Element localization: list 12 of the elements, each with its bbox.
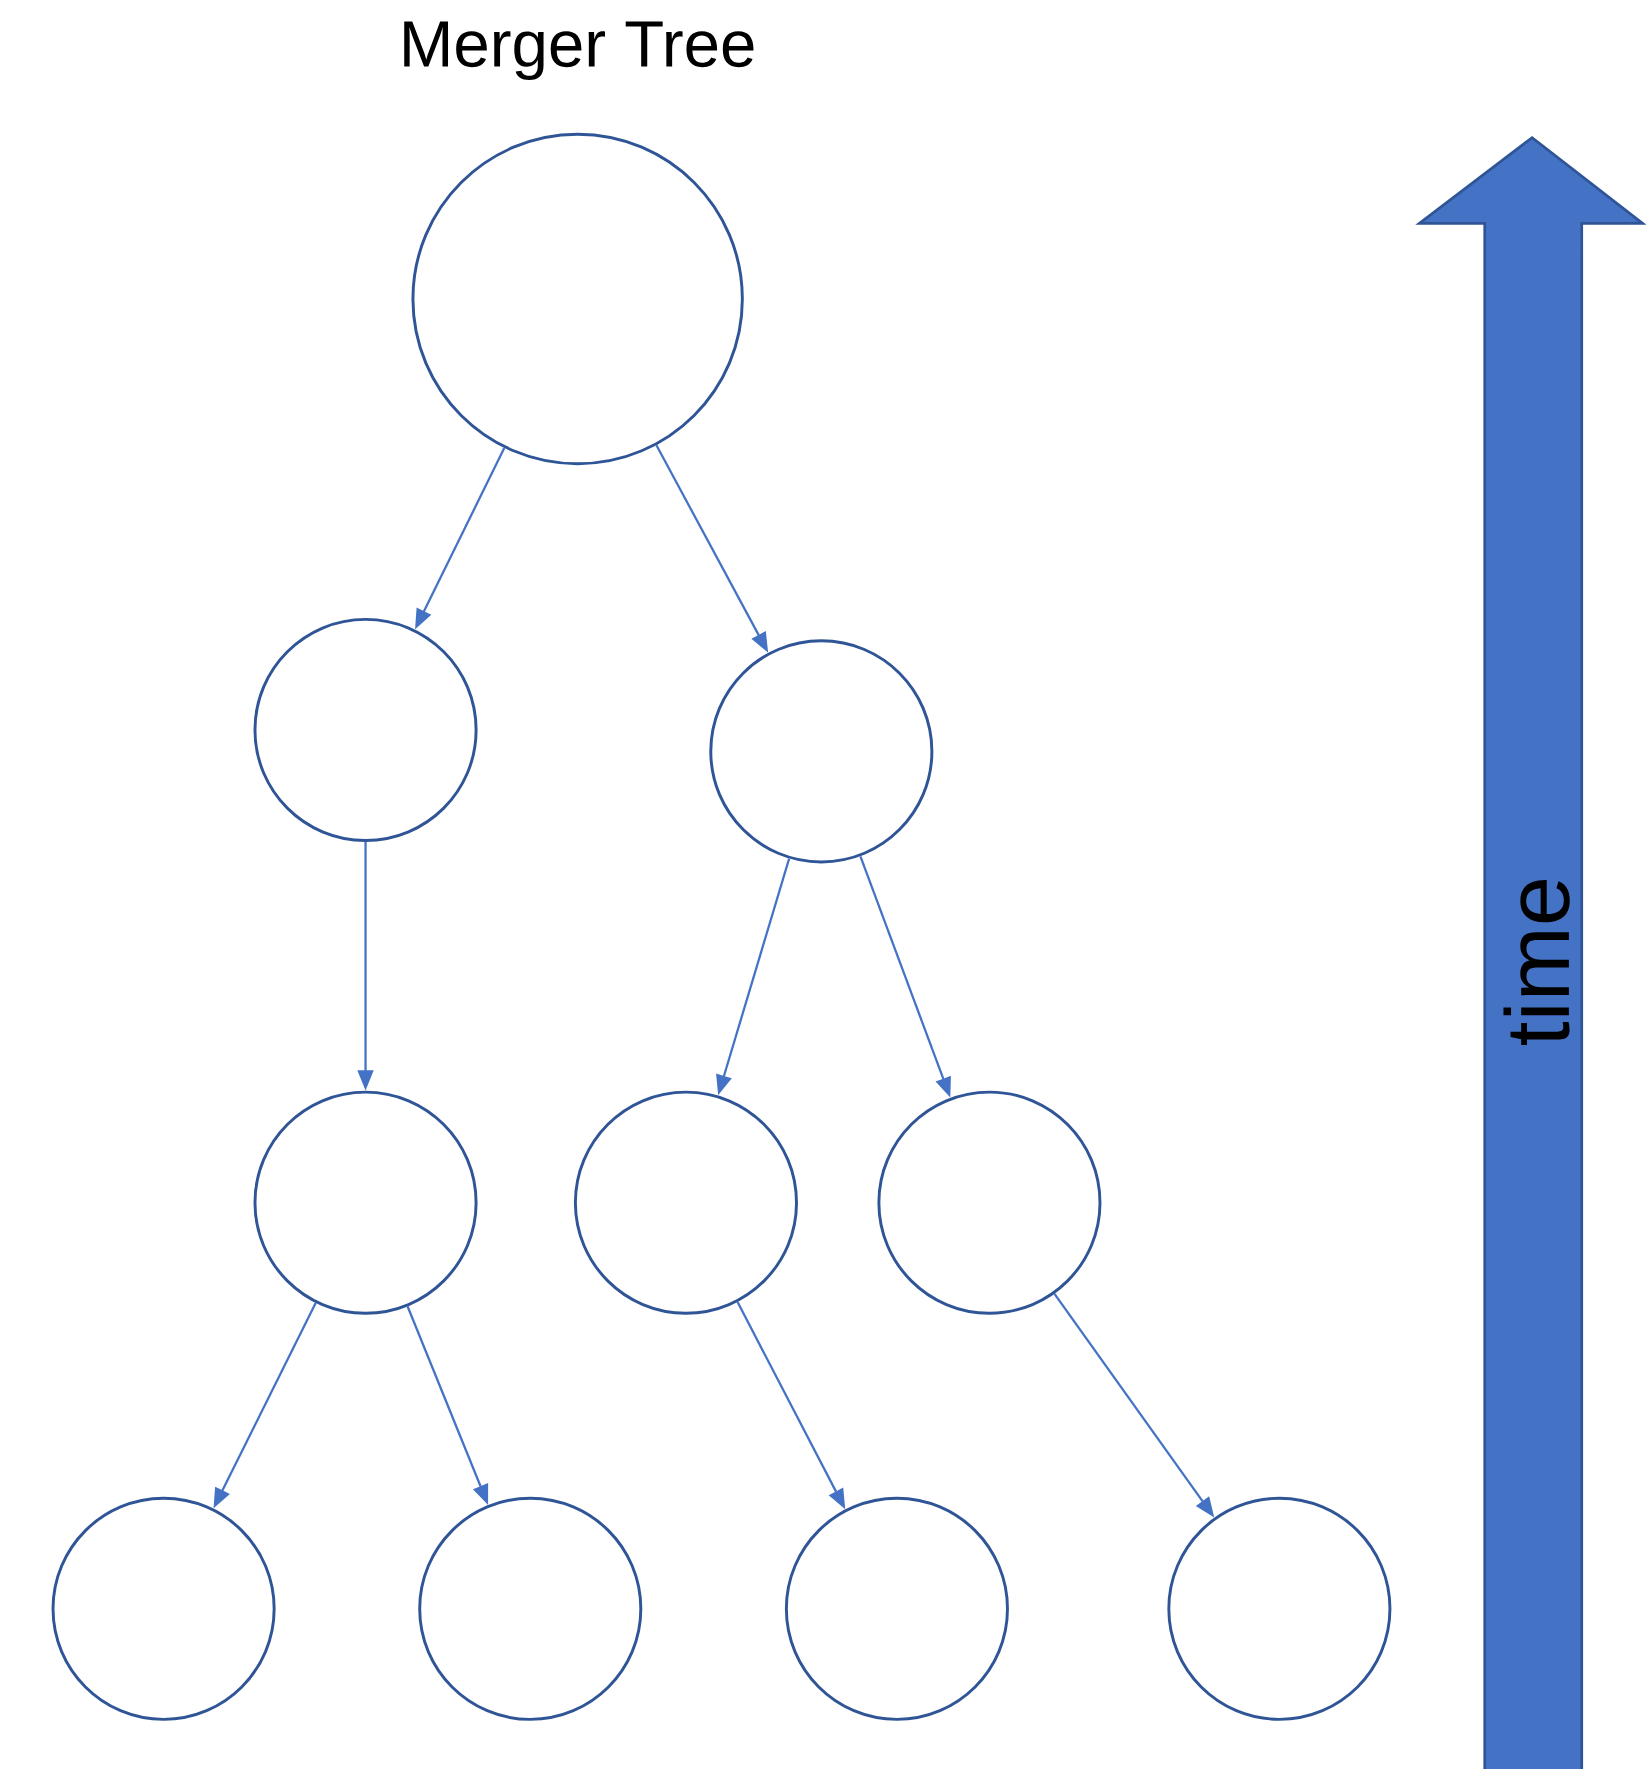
node-circle xyxy=(1167,1496,1392,1721)
node-circle xyxy=(573,1090,798,1315)
node-circle xyxy=(709,639,934,864)
node-circle xyxy=(51,1496,276,1721)
node-circle xyxy=(253,1090,478,1315)
node-circle xyxy=(411,132,744,466)
node-circle xyxy=(418,1496,643,1721)
axis-label: time xyxy=(1503,880,1570,1046)
node-circle xyxy=(253,617,478,842)
node-circle xyxy=(784,1496,1009,1721)
title: Merger Tree xyxy=(404,21,754,81)
node-circle xyxy=(877,1090,1102,1315)
